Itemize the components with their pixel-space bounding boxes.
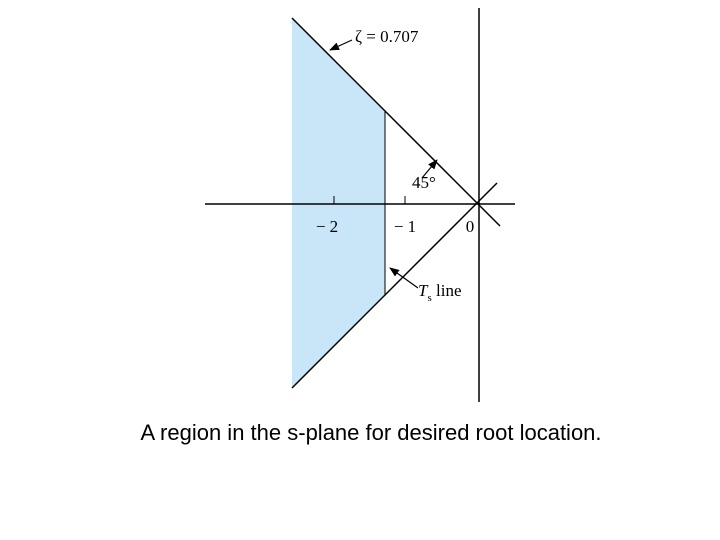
ts-label: Ts line bbox=[418, 281, 462, 304]
caption: A region in the s-plane for desired root… bbox=[140, 420, 602, 445]
ts-arrow bbox=[389, 267, 419, 289]
tick-label-minus-1: − 1 bbox=[394, 217, 416, 236]
angle-label: 45° bbox=[412, 173, 436, 192]
zeta-arrow bbox=[329, 39, 353, 51]
zeta-line-upper bbox=[291, 17, 501, 227]
tick-label-zero: 0 bbox=[466, 217, 475, 236]
ts-label-subscript: s bbox=[427, 292, 431, 304]
zeta-label: ζ = 0.707 bbox=[355, 27, 419, 46]
tick-label-minus-2: − 2 bbox=[316, 217, 338, 236]
ts-label-rest: line bbox=[432, 281, 462, 300]
zeta-line-lower bbox=[291, 182, 498, 389]
angle-arrow bbox=[421, 159, 438, 179]
ts-label-main: T bbox=[418, 281, 429, 300]
desired-root-region bbox=[292, 18, 385, 388]
s-plane-diagram: ζ = 0.707 45° Ts line − 2 − 1 0 bbox=[205, 8, 515, 402]
